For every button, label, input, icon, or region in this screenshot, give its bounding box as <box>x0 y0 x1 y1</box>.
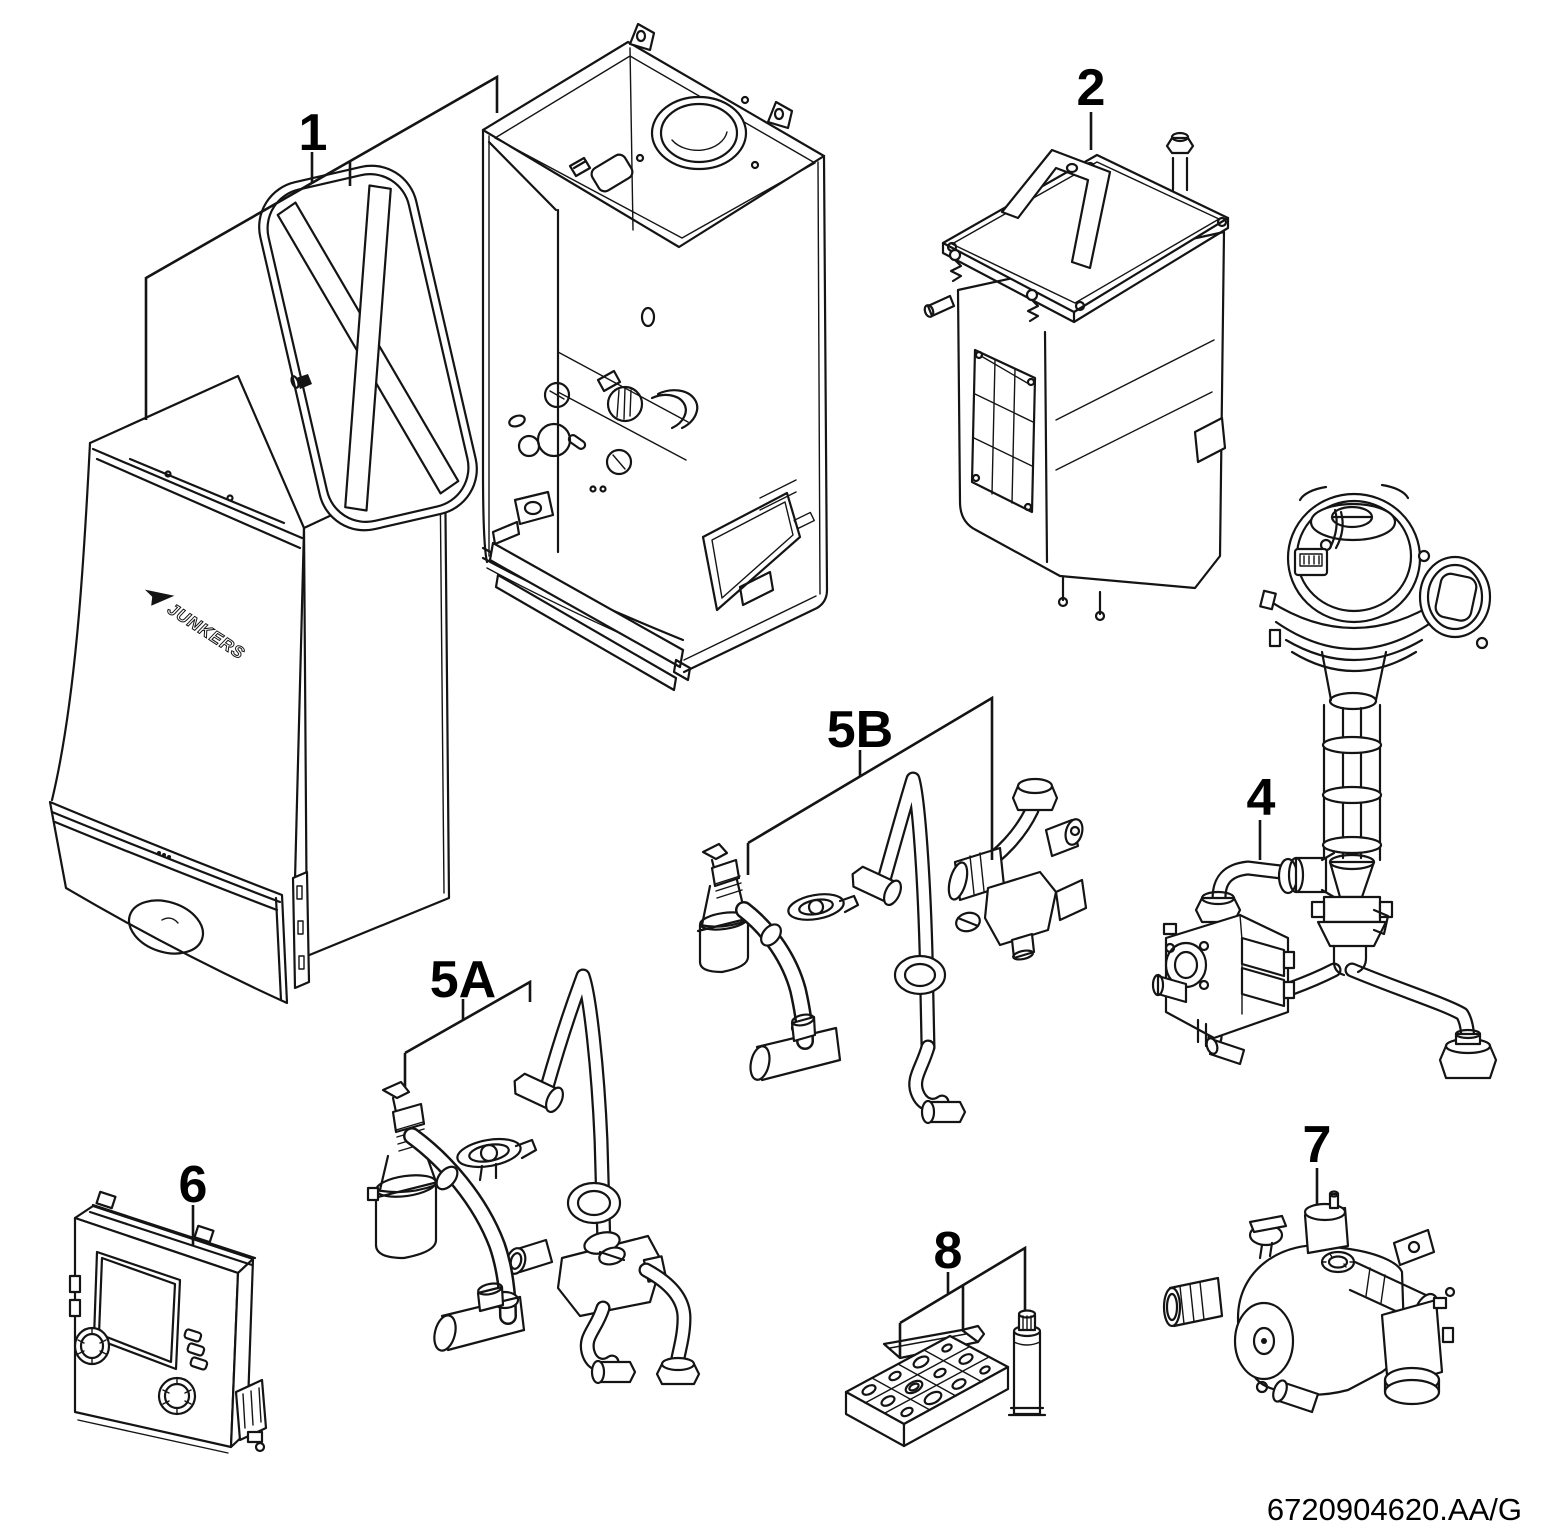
leader-part-8 <box>898 1245 1027 1357</box>
junkers-logo-text: JUNKERS <box>164 599 248 663</box>
part-label-7: 7 <box>1303 1116 1332 1174</box>
hydraulic-group-5b <box>696 771 1088 1125</box>
casing-frame <box>481 22 829 692</box>
part-label-2: 2 <box>1077 59 1106 117</box>
pump-assembly <box>1162 1190 1456 1414</box>
leader-part-5a <box>403 979 532 1087</box>
leader-lines <box>144 74 1319 1357</box>
leader-part-5b <box>746 695 994 875</box>
gas-valve <box>1151 890 1296 1048</box>
part-label-1: 1 <box>299 104 328 162</box>
part-label-8: 8 <box>934 1222 963 1280</box>
part-label-5b: 5B <box>827 701 893 759</box>
part-label-6: 6 <box>179 1156 208 1214</box>
gasket-service-kit <box>844 1309 1047 1448</box>
expansion-vessel <box>258 164 478 532</box>
part-label-5a: 5A <box>430 951 496 1009</box>
leader-part-1 <box>144 74 499 420</box>
control-unit <box>68 1190 268 1454</box>
junkers-logo: JUNKERS <box>144 589 249 664</box>
heat-exchanger <box>923 131 1230 622</box>
part-label-4: 4 <box>1247 769 1276 827</box>
hydraulic-group-5a <box>366 968 701 1386</box>
doc-code: 6720904620.AA/G <box>1267 1492 1522 1527</box>
